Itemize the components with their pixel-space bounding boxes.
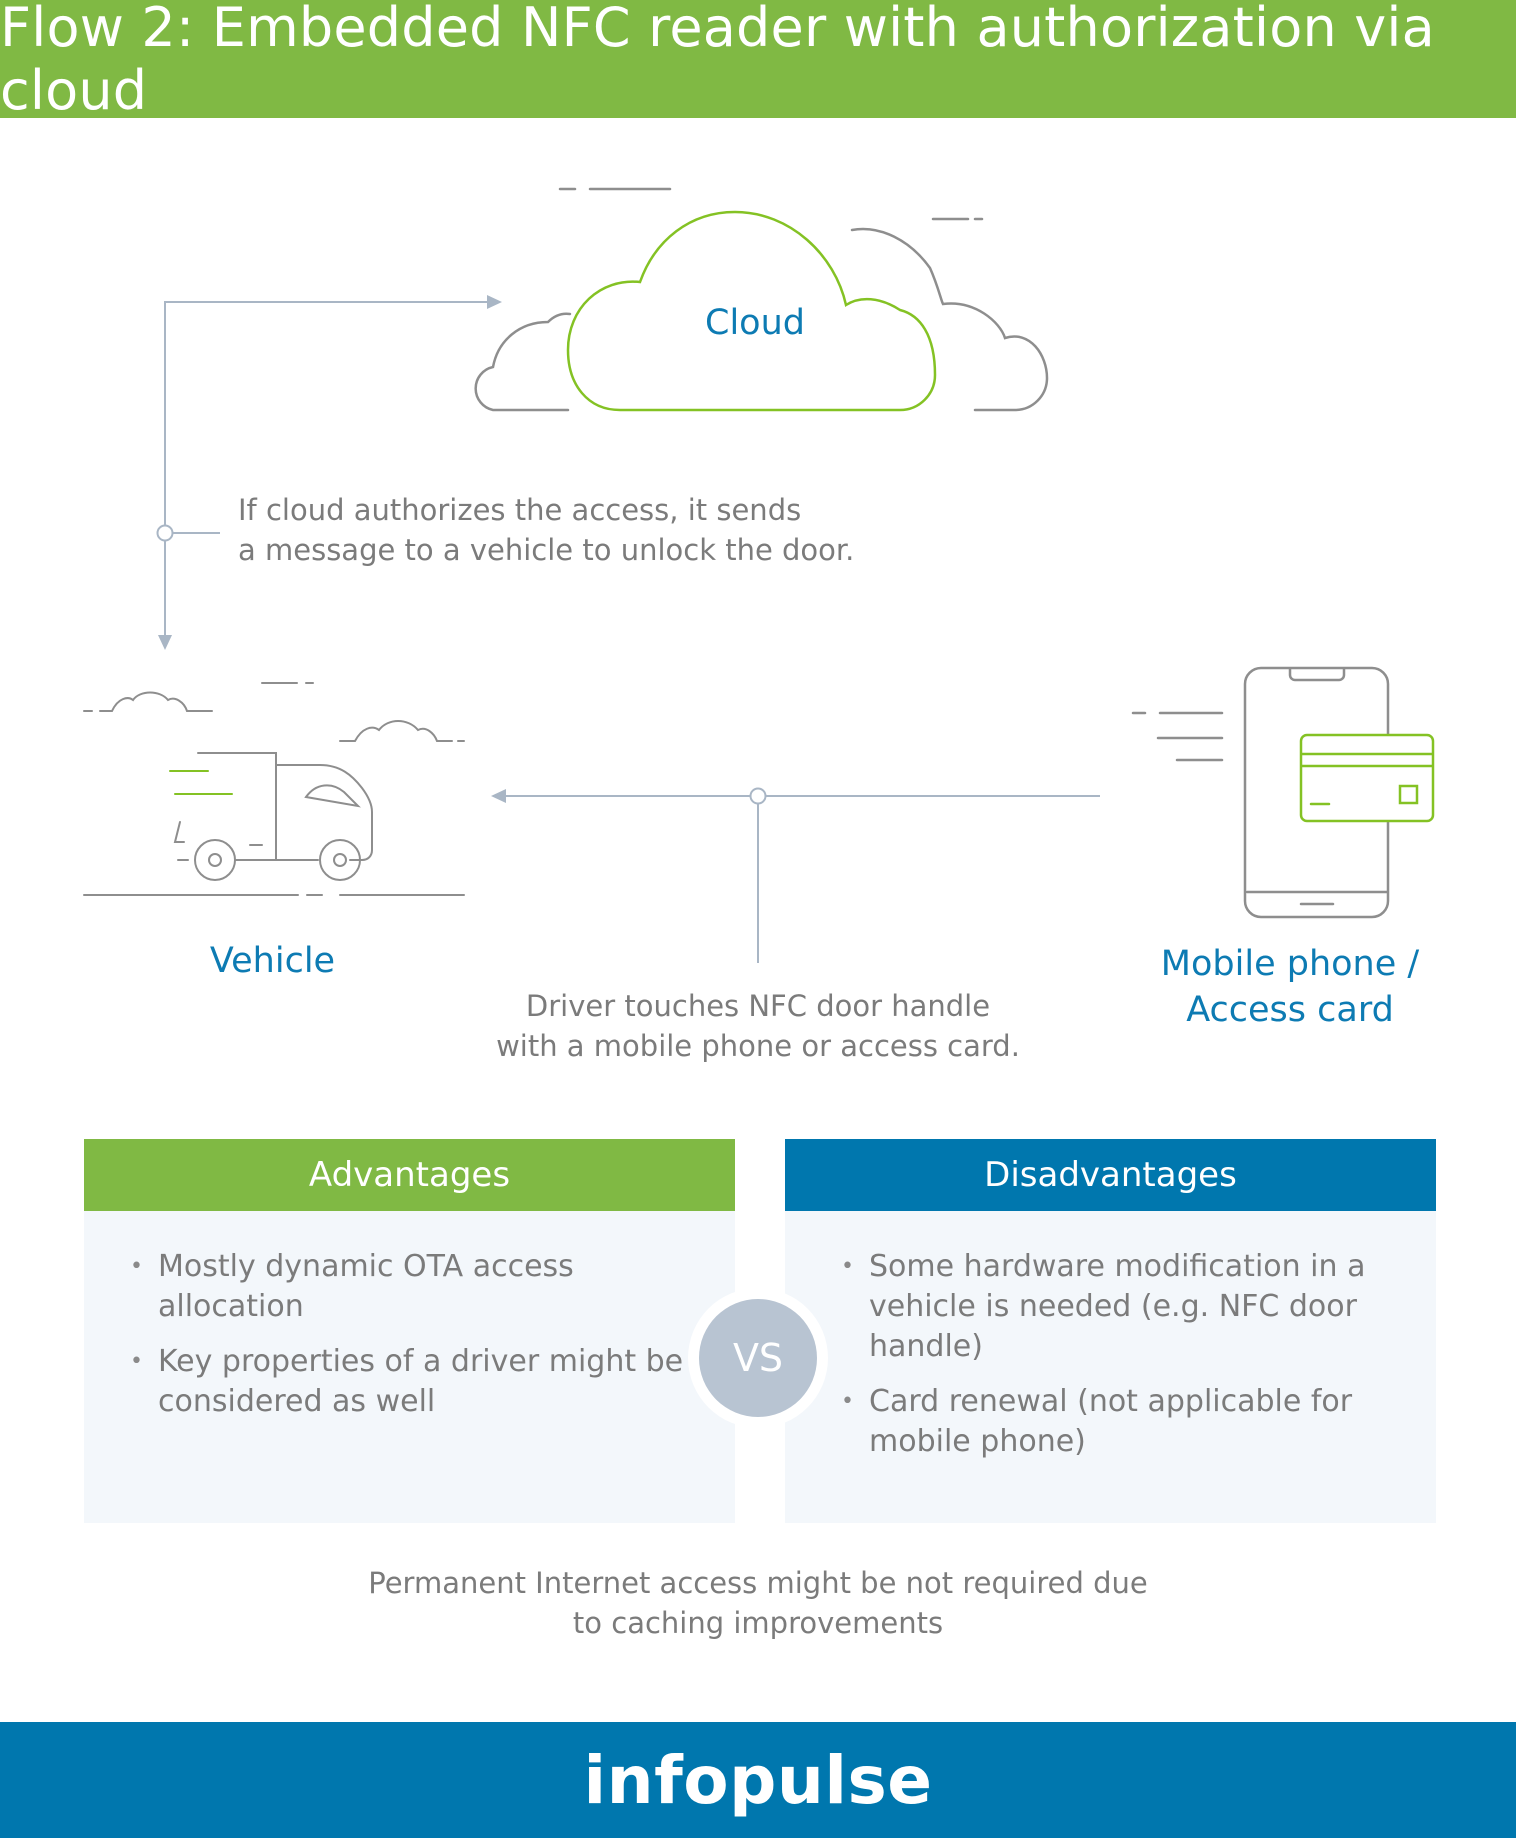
bottom-note-line1: Permanent Internet access might be not r… [368, 1566, 1148, 1600]
brand-logo: infopulse [0, 1722, 1516, 1838]
disadvantage-item-1: Some hardware modification in a vehicle … [841, 1247, 1396, 1367]
cloud-note-line2: a message to a vehicle to unlock the doo… [238, 533, 855, 567]
access-card-icon [1299, 733, 1435, 823]
arrow-head-to-cloud [487, 295, 502, 309]
driver-note-line2: with a mobile phone or access card. [496, 1029, 1020, 1063]
phone-label-line1: Mobile phone / [1160, 944, 1420, 984]
disadvantage-item-2: Card renewal (not applicable for mobile … [841, 1382, 1396, 1462]
disadvantages-header: Disadvantages [785, 1139, 1436, 1211]
vehicle-label: Vehicle [209, 941, 336, 981]
disadvantages-list: Some hardware modification in a vehicle … [795, 1247, 1436, 1477]
disadvantages-panel: Disadvantages Some hardware modification… [785, 1139, 1436, 1523]
cloud-note-line1: If cloud authorizes the access, it sends [238, 493, 802, 527]
advantages-header: Advantages [84, 1139, 735, 1211]
vs-badge: VS [699, 1299, 817, 1417]
driver-note-line1: Driver touches NFC door handle [525, 989, 991, 1023]
cloud-to-vehicle-connector [156, 301, 492, 638]
arrow-head-to-vehicle-left [491, 789, 506, 803]
cloud-label: Cloud [705, 303, 805, 343]
advantages-list: Mostly dynamic OTA access allocation Key… [84, 1247, 735, 1437]
cloud-icon [474, 187, 1049, 412]
arrow-head-to-vehicle [158, 635, 172, 650]
vehicle-icon [83, 682, 465, 896]
phone-to-vehicle-connector [505, 787, 1100, 963]
advantage-item-2: Key properties of a driver might be cons… [130, 1342, 695, 1422]
bottom-note: Permanent Internet access might be not r… [258, 1563, 1258, 1643]
phone-label: Mobile phone / Access card [1130, 941, 1450, 1033]
page-title: Flow 2: Embedded NFC reader with authori… [0, 0, 1516, 122]
cloud-authorization-note: If cloud authorizes the access, it sends… [238, 490, 938, 570]
driver-touch-note: Driver touches NFC door handle with a mo… [448, 986, 1068, 1066]
advantages-panel: Advantages Mostly dynamic OTA access all… [84, 1139, 735, 1523]
bottom-note-line2: to caching improvements [572, 1606, 944, 1640]
phone-label-line2: Access card [1186, 990, 1394, 1030]
advantage-item-1: Mostly dynamic OTA access allocation [130, 1247, 695, 1327]
